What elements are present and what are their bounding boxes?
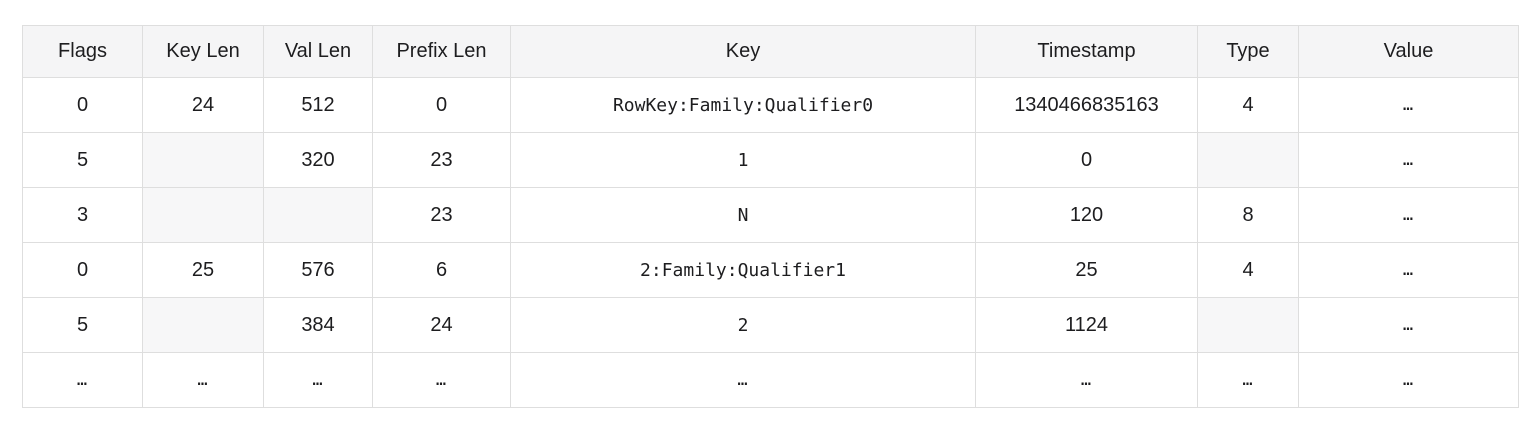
table-cell-prefix-len: 23	[372, 187, 511, 243]
table-cell-val-len	[263, 187, 373, 243]
table-cell-flags: 3	[22, 187, 143, 243]
table-cell-key-len	[142, 187, 264, 243]
column-header-type: Type	[1197, 25, 1299, 78]
table-cell-type	[1197, 132, 1299, 188]
table-cell-value: …	[1298, 132, 1519, 188]
table-cell-flags: 0	[22, 242, 143, 298]
table-cell-flags: 5	[22, 297, 143, 353]
table-cell-key: 2:Family:Qualifier1	[510, 242, 976, 298]
table-row: ……………………	[22, 352, 1519, 408]
table-header: Flags Key Len Val Len Prefix Len Key Tim…	[22, 25, 1519, 78]
column-header-val-len: Val Len	[263, 25, 373, 78]
table-cell-value: …	[1298, 297, 1519, 353]
table-cell-key-len	[142, 132, 264, 188]
column-header-value: Value	[1298, 25, 1519, 78]
column-header-timestamp: Timestamp	[975, 25, 1198, 78]
table-header-row: Flags Key Len Val Len Prefix Len Key Tim…	[22, 25, 1519, 78]
table-cell-key: 1	[510, 132, 976, 188]
column-header-flags: Flags	[22, 25, 143, 78]
table-cell-timestamp: 1124	[975, 297, 1198, 353]
table-cell-key: RowKey:Family:Qualifier0	[510, 77, 976, 133]
table-cell-val-len: 512	[263, 77, 373, 133]
table-cell-timestamp: …	[975, 352, 1198, 408]
table-cell-timestamp: 0	[975, 132, 1198, 188]
table-cell-type	[1197, 297, 1299, 353]
column-header-key-len: Key Len	[142, 25, 264, 78]
table-cell-key: N	[510, 187, 976, 243]
table-cell-prefix-len: 23	[372, 132, 511, 188]
table-cell-prefix-len: …	[372, 352, 511, 408]
table-cell-val-len: …	[263, 352, 373, 408]
table-cell-flags: …	[22, 352, 143, 408]
table-cell-flags: 5	[22, 132, 143, 188]
table-cell-val-len: 384	[263, 297, 373, 353]
table-cell-prefix-len: 6	[372, 242, 511, 298]
table-cell-value: …	[1298, 352, 1519, 408]
table-cell-key-len	[142, 297, 264, 353]
column-header-prefix-len: Prefix Len	[372, 25, 511, 78]
table-cell-value: …	[1298, 242, 1519, 298]
table-cell-timestamp: 25	[975, 242, 1198, 298]
table-cell-key-len: 25	[142, 242, 264, 298]
table-cell-prefix-len: 24	[372, 297, 511, 353]
keyvalue-encoding-table: Flags Key Len Val Len Prefix Len Key Tim…	[22, 25, 1519, 408]
table-cell-timestamp: 120	[975, 187, 1198, 243]
table-cell-val-len: 576	[263, 242, 373, 298]
table-cell-value: …	[1298, 187, 1519, 243]
column-header-key: Key	[510, 25, 976, 78]
table-cell-type: 4	[1197, 77, 1299, 133]
table-cell-key-len: 24	[142, 77, 264, 133]
table-cell-flags: 0	[22, 77, 143, 133]
table-cell-val-len: 320	[263, 132, 373, 188]
table-cell-key: …	[510, 352, 976, 408]
table-cell-value: …	[1298, 77, 1519, 133]
table-cell-key: 2	[510, 297, 976, 353]
table-cell-timestamp: 1340466835163	[975, 77, 1198, 133]
table-cell-type: 8	[1197, 187, 1299, 243]
table-cell-type: 4	[1197, 242, 1299, 298]
table-cell-type: …	[1197, 352, 1299, 408]
table-cell-prefix-len: 0	[372, 77, 511, 133]
table-cell-key-len: …	[142, 352, 264, 408]
